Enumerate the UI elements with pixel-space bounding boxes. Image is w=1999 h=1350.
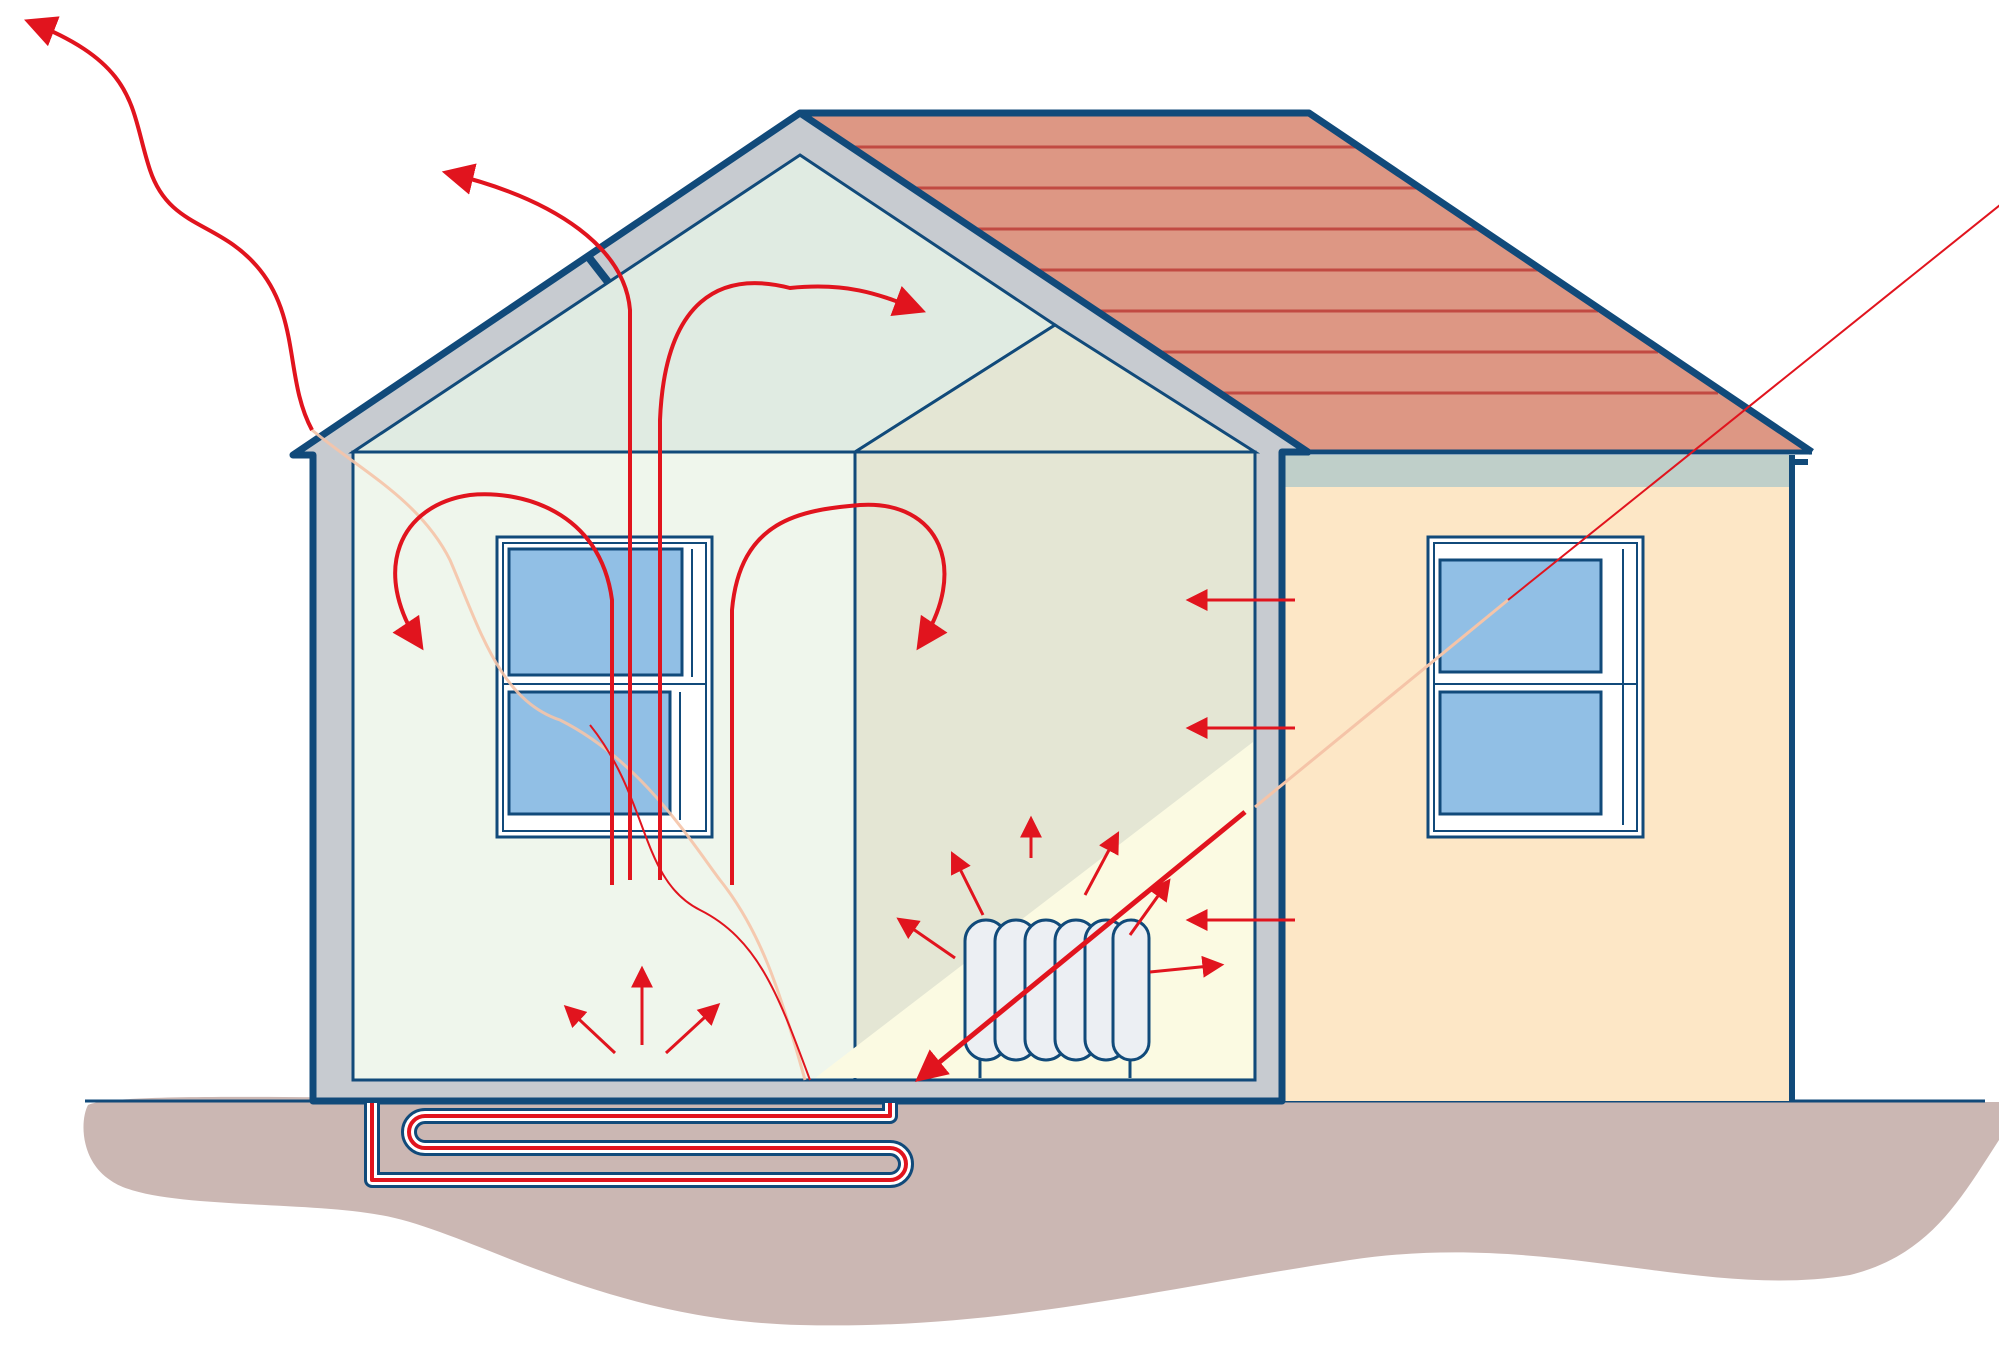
- convection-arrows: [392, 163, 948, 885]
- sun-ray-outside: [1507, 204, 1999, 601]
- sun-ray-inside: [915, 810, 1247, 1083]
- roof-vent: [583, 252, 612, 285]
- convection-arrow-left-loop: [392, 492, 614, 885]
- floor-heat-arrows: [563, 965, 721, 1055]
- window-right: [1426, 535, 1645, 839]
- ground-pipe-loop: [364, 1103, 914, 1188]
- wall-conduction-arrows: [1185, 589, 1295, 931]
- eave-band: [1282, 455, 1792, 487]
- heat-loss-wave-arrow: [24, 16, 314, 431]
- convection-arrow-roof-escape: [441, 163, 632, 880]
- heat-loss-wave-arrow-faded: [311, 428, 807, 1081]
- convection-arrow-attic: [658, 281, 926, 880]
- window-left: [495, 535, 714, 839]
- radiator-heat-arrows: [896, 815, 1225, 978]
- radiator: [963, 918, 1151, 1078]
- sun-ray-through-window: [1254, 598, 1509, 809]
- convection-arrow-right-loop: [730, 502, 948, 885]
